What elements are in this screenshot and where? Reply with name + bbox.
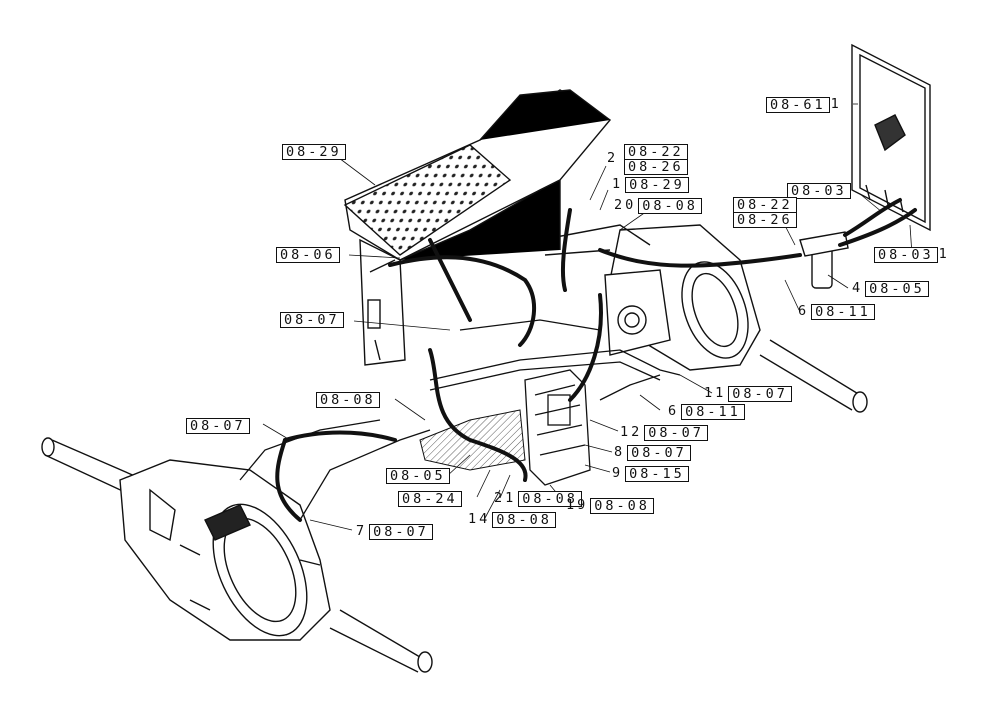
item-number: 6: [798, 303, 810, 320]
callout-08-06: 08-06: [276, 247, 340, 263]
ref-box: 08-11: [681, 404, 745, 420]
callout-2: 2: [607, 150, 620, 166]
left-axle: [41, 437, 433, 673]
ref-box: 08-24: [398, 491, 462, 507]
ref-box: 08-08: [518, 491, 582, 507]
perforated-cover: [343, 89, 612, 366]
ref-box: 08-06: [276, 247, 340, 263]
ref-box: 08-08: [316, 392, 380, 408]
callout-08-05-center: 08-05: [386, 468, 450, 484]
ref-box: 08-11: [811, 304, 875, 320]
ref-box: 08-05: [865, 281, 929, 297]
ref-box: 08-22: [624, 144, 688, 160]
item-number: 4: [852, 280, 864, 297]
ref-box: 08-07: [280, 312, 344, 328]
ref-box: 08-07: [627, 445, 691, 461]
item-number: 19: [566, 497, 589, 514]
ref-box: 08-07: [369, 524, 433, 540]
ref-box: 08-29: [625, 177, 689, 193]
ref-box: 08-08: [590, 498, 654, 514]
ref-box: 08-29: [282, 144, 346, 160]
item-number: 9: [612, 465, 624, 482]
item-number: 20: [614, 197, 637, 214]
ref-box: 08-26: [624, 159, 688, 175]
ref-box: 08-08: [492, 512, 556, 528]
callout-suffix: 1: [938, 246, 950, 263]
item-number: 21: [494, 490, 517, 507]
item-number: 6: [668, 403, 680, 420]
callout-08-07-a: 08-07: [280, 312, 344, 328]
item-number: 7: [356, 523, 368, 540]
item-number: 12: [620, 424, 643, 441]
ref-box: 08-03: [874, 247, 938, 263]
callout-suffix: 1: [830, 96, 842, 113]
ref-box: 08-03: [787, 183, 851, 199]
callout-08-29-top: 08-29: [282, 144, 346, 160]
filter-canister: [799, 231, 849, 289]
ref-box: 08-15: [625, 466, 689, 482]
callout-08-26-b: 08-26: [733, 212, 797, 228]
ref-box: 08-07: [644, 425, 708, 441]
callout-08-22-b: 08-22: [733, 197, 797, 213]
item-number: 11: [704, 385, 727, 402]
callout-08-07-b: 08-07: [186, 418, 250, 434]
ref-box: 08-22: [733, 197, 797, 213]
callout-08-08-left: 08-08: [316, 392, 380, 408]
callout-08-22-a: 08-22: [624, 144, 688, 160]
item-number: 8: [614, 444, 626, 461]
item-number: 14: [468, 511, 491, 528]
ref-box: 08-08: [638, 198, 702, 214]
callout-08-03-a: 08-03: [787, 183, 851, 199]
ref-box: 08-05: [386, 468, 450, 484]
ref-box: 08-61: [766, 97, 830, 113]
ref-box: 08-26: [733, 212, 797, 228]
oil-cooler: [851, 43, 931, 232]
hydraulic-tubes: [239, 319, 681, 521]
item-number: 1: [612, 176, 624, 193]
ref-box: 08-07: [186, 418, 250, 434]
item-number: 2: [607, 150, 619, 166]
hydraulic-hoses: [275, 198, 917, 522]
callout-08-24: 08-24: [398, 491, 462, 507]
ref-box: 08-07: [728, 386, 792, 402]
callout-08-26-a: 08-26: [624, 159, 688, 175]
